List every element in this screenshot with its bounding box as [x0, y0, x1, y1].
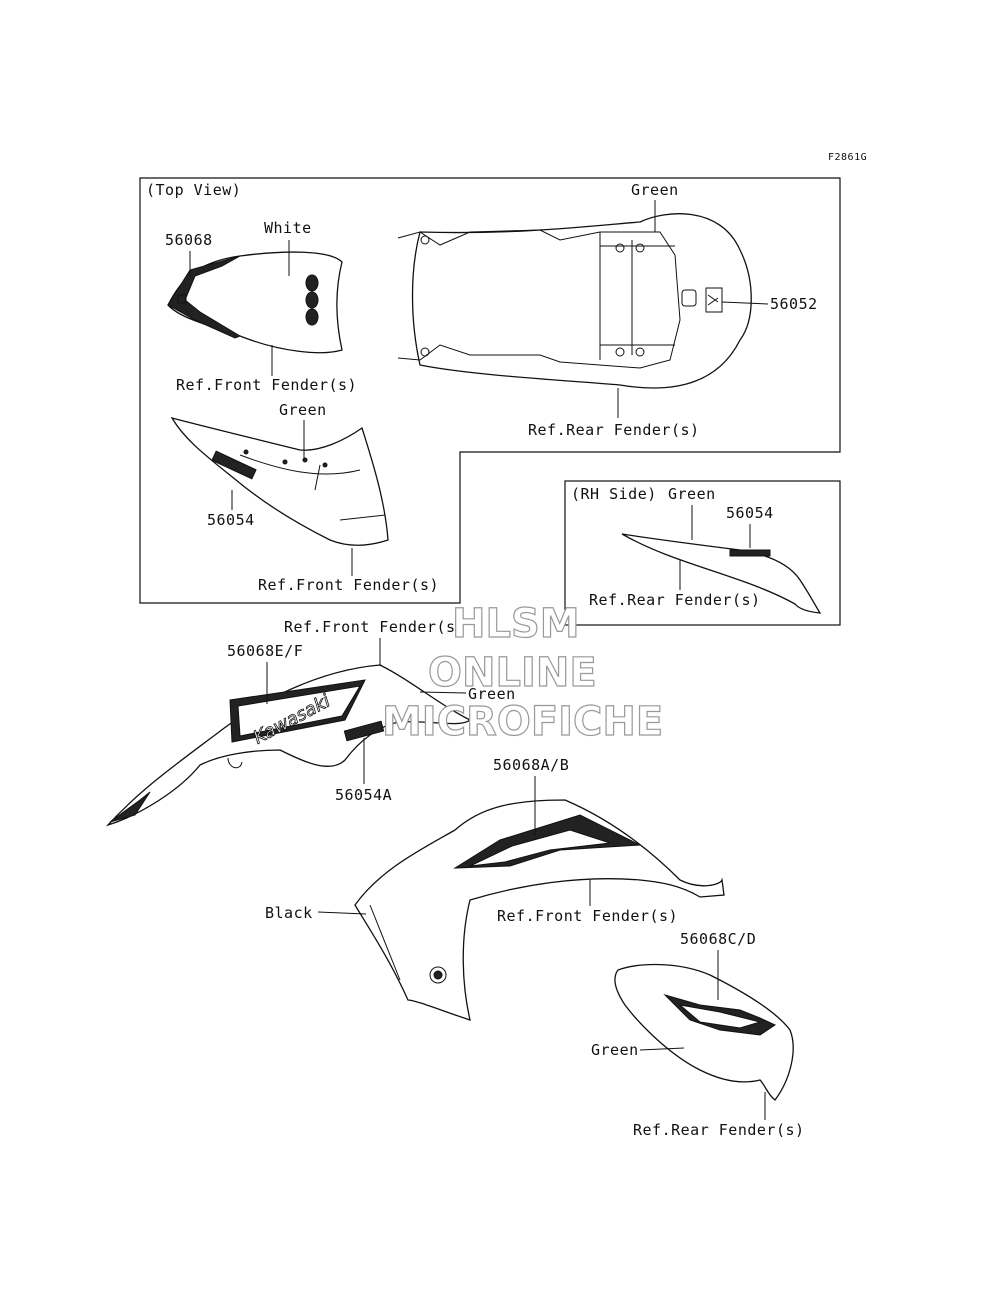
- cowl-upper-ref: Ref.Front Fender(s): [284, 618, 465, 636]
- cowl-upper-part-no-b: 56054A: [335, 786, 392, 804]
- cowl-upper-color: Green: [468, 685, 516, 703]
- rh-side-title: (RH Side): [571, 485, 657, 503]
- front-side-decal-part-no: 56054: [207, 511, 255, 529]
- rear-decal-ref: Ref.Rear Fender(s): [528, 421, 700, 439]
- front-top-decal[interactable]: [167, 251, 343, 354]
- rear-decal-part-no: 56052: [770, 295, 818, 313]
- tail-decal[interactable]: [614, 963, 794, 1101]
- leader-line: [639, 1047, 685, 1051]
- front-decal-color: White: [264, 219, 312, 237]
- front-side-decal-ref: Ref.Front Fender(s): [258, 576, 439, 594]
- tail-ref: Ref.Rear Fender(s): [633, 1121, 805, 1139]
- front-side-decal[interactable]: [170, 416, 389, 546]
- front-side-decal-color: Green: [279, 401, 327, 419]
- leader-line: [721, 301, 769, 305]
- fairing-part-no: 56068A/B: [493, 756, 569, 774]
- rear-decal-color: Green: [631, 181, 679, 199]
- cowl-upper-part-no: 56068E/F: [227, 642, 303, 660]
- figure-code: F2861G: [828, 152, 867, 163]
- front-decal-part-no: 56068: [165, 231, 213, 249]
- rh-side-decal[interactable]: [621, 533, 822, 614]
- top-view-frame: [139, 177, 841, 604]
- fairing-color: Black: [265, 904, 313, 922]
- watermark-line-1: HLSM: [452, 601, 580, 647]
- rh-side-part-no: 56054: [726, 504, 774, 522]
- rear-top-decal[interactable]: [397, 213, 752, 389]
- leader-line: [419, 691, 467, 694]
- upper-cowl-decal[interactable]: Kawasaki: [105, 664, 472, 827]
- top-view-title: (Top View): [146, 181, 241, 199]
- watermark-line-3: MICROFICHE: [382, 699, 663, 745]
- fairing-ref: Ref.Front Fender(s): [497, 907, 678, 925]
- front-decal-ref: Ref.Front Fender(s): [176, 376, 357, 394]
- rh-side-color: Green: [668, 485, 716, 503]
- leader-line: [317, 911, 367, 915]
- watermark-line-2: ONLINE: [428, 650, 597, 696]
- tail-color: Green: [591, 1041, 639, 1059]
- main-fairing-decal[interactable]: [354, 799, 725, 1021]
- tail-part-no: 56068C/D: [680, 930, 756, 948]
- rh-side-ref: Ref.Rear Fender(s): [589, 591, 761, 609]
- rh-side-frame: [564, 480, 841, 626]
